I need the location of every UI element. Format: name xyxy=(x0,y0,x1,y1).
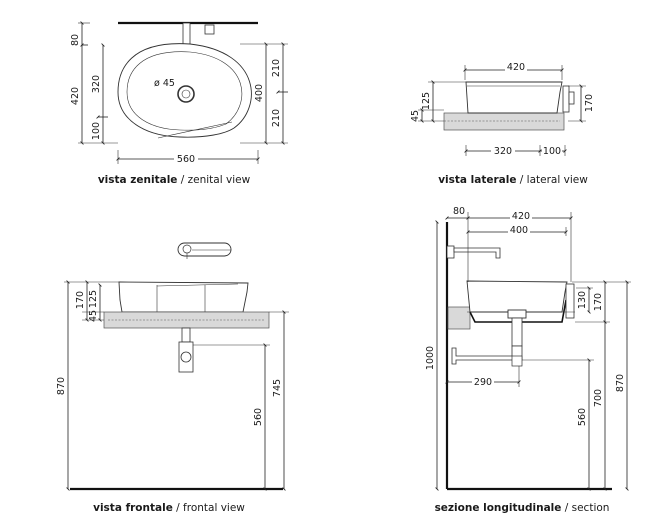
section-trap-pipe xyxy=(511,317,523,347)
counter-slab xyxy=(443,112,565,131)
sec-dim-700: 700 xyxy=(593,389,604,407)
dim-400: 400 xyxy=(254,84,265,102)
section-caption: sezione longitudinale / section xyxy=(435,502,610,514)
dim-210-bottom: 210 xyxy=(271,109,282,127)
front-basin xyxy=(118,281,249,313)
dim-420: 420 xyxy=(70,87,81,105)
lat-dim-170: 170 xyxy=(584,94,595,112)
lat-dim-45: 45 xyxy=(410,110,421,122)
lateral-caption: vista laterale / lateral view xyxy=(438,174,588,186)
dim-210-top: 210 xyxy=(271,59,282,77)
lat-dim-320: 320 xyxy=(494,146,512,157)
sec-dim-80: 80 xyxy=(453,206,465,217)
lateral-view: 420 125 45 170 320 100 vista laterale / … xyxy=(410,62,595,186)
zenital-view: ø 45 80 420 320 100 400 210 210 560 vist… xyxy=(70,21,288,186)
frontal-caption: vista frontale / frontal view xyxy=(93,502,245,514)
front-dim-745: 745 xyxy=(272,379,283,397)
dim-560: 560 xyxy=(177,154,195,165)
section-drain xyxy=(507,309,527,319)
dim-80: 80 xyxy=(70,34,81,46)
sec-dim-1000: 1000 xyxy=(425,346,436,370)
section-faucet-spout xyxy=(453,247,501,259)
lat-dim-100: 100 xyxy=(543,146,561,157)
lateral-faucet xyxy=(562,85,570,113)
dim-320: 320 xyxy=(91,75,102,93)
basin-inner-outline xyxy=(126,51,243,131)
dim-100: 100 xyxy=(91,122,102,140)
basin-lip xyxy=(157,121,233,139)
front-dim-560: 560 xyxy=(253,408,264,426)
basin-side xyxy=(465,81,563,114)
lat-dim-125: 125 xyxy=(421,92,432,110)
front-dim-125: 125 xyxy=(88,290,99,308)
sec-dim-400: 400 xyxy=(510,225,528,236)
drain-diameter-label: ø 45 xyxy=(154,78,175,89)
faucet-handle xyxy=(204,24,215,35)
lat-dim-420: 420 xyxy=(507,62,525,73)
frontal-view: 870 170 125 45 560 745 vista frontale / … xyxy=(56,242,289,514)
front-faucet xyxy=(177,242,232,257)
section-view: 80 420 400 1000 130 170 700 870 290 560 … xyxy=(425,206,631,514)
sec-dim-870: 870 xyxy=(615,374,626,392)
section-faucet-base xyxy=(446,245,455,259)
section-basin xyxy=(466,280,568,313)
front-drain-pipe xyxy=(181,327,191,343)
sec-dim-170: 170 xyxy=(593,293,604,311)
zenital-caption: vista zenitale / zenital view xyxy=(98,174,251,186)
section-trap-bend xyxy=(451,345,523,365)
sec-dim-560: 560 xyxy=(577,408,588,426)
section-counter xyxy=(447,306,471,330)
front-dim-870: 870 xyxy=(56,377,67,395)
sec-dim-290: 290 xyxy=(474,377,492,388)
sec-dim-130: 130 xyxy=(577,291,588,309)
front-dim-170: 170 xyxy=(75,291,86,309)
sec-dim-420: 420 xyxy=(512,211,530,222)
front-dim-45: 45 xyxy=(88,310,99,322)
